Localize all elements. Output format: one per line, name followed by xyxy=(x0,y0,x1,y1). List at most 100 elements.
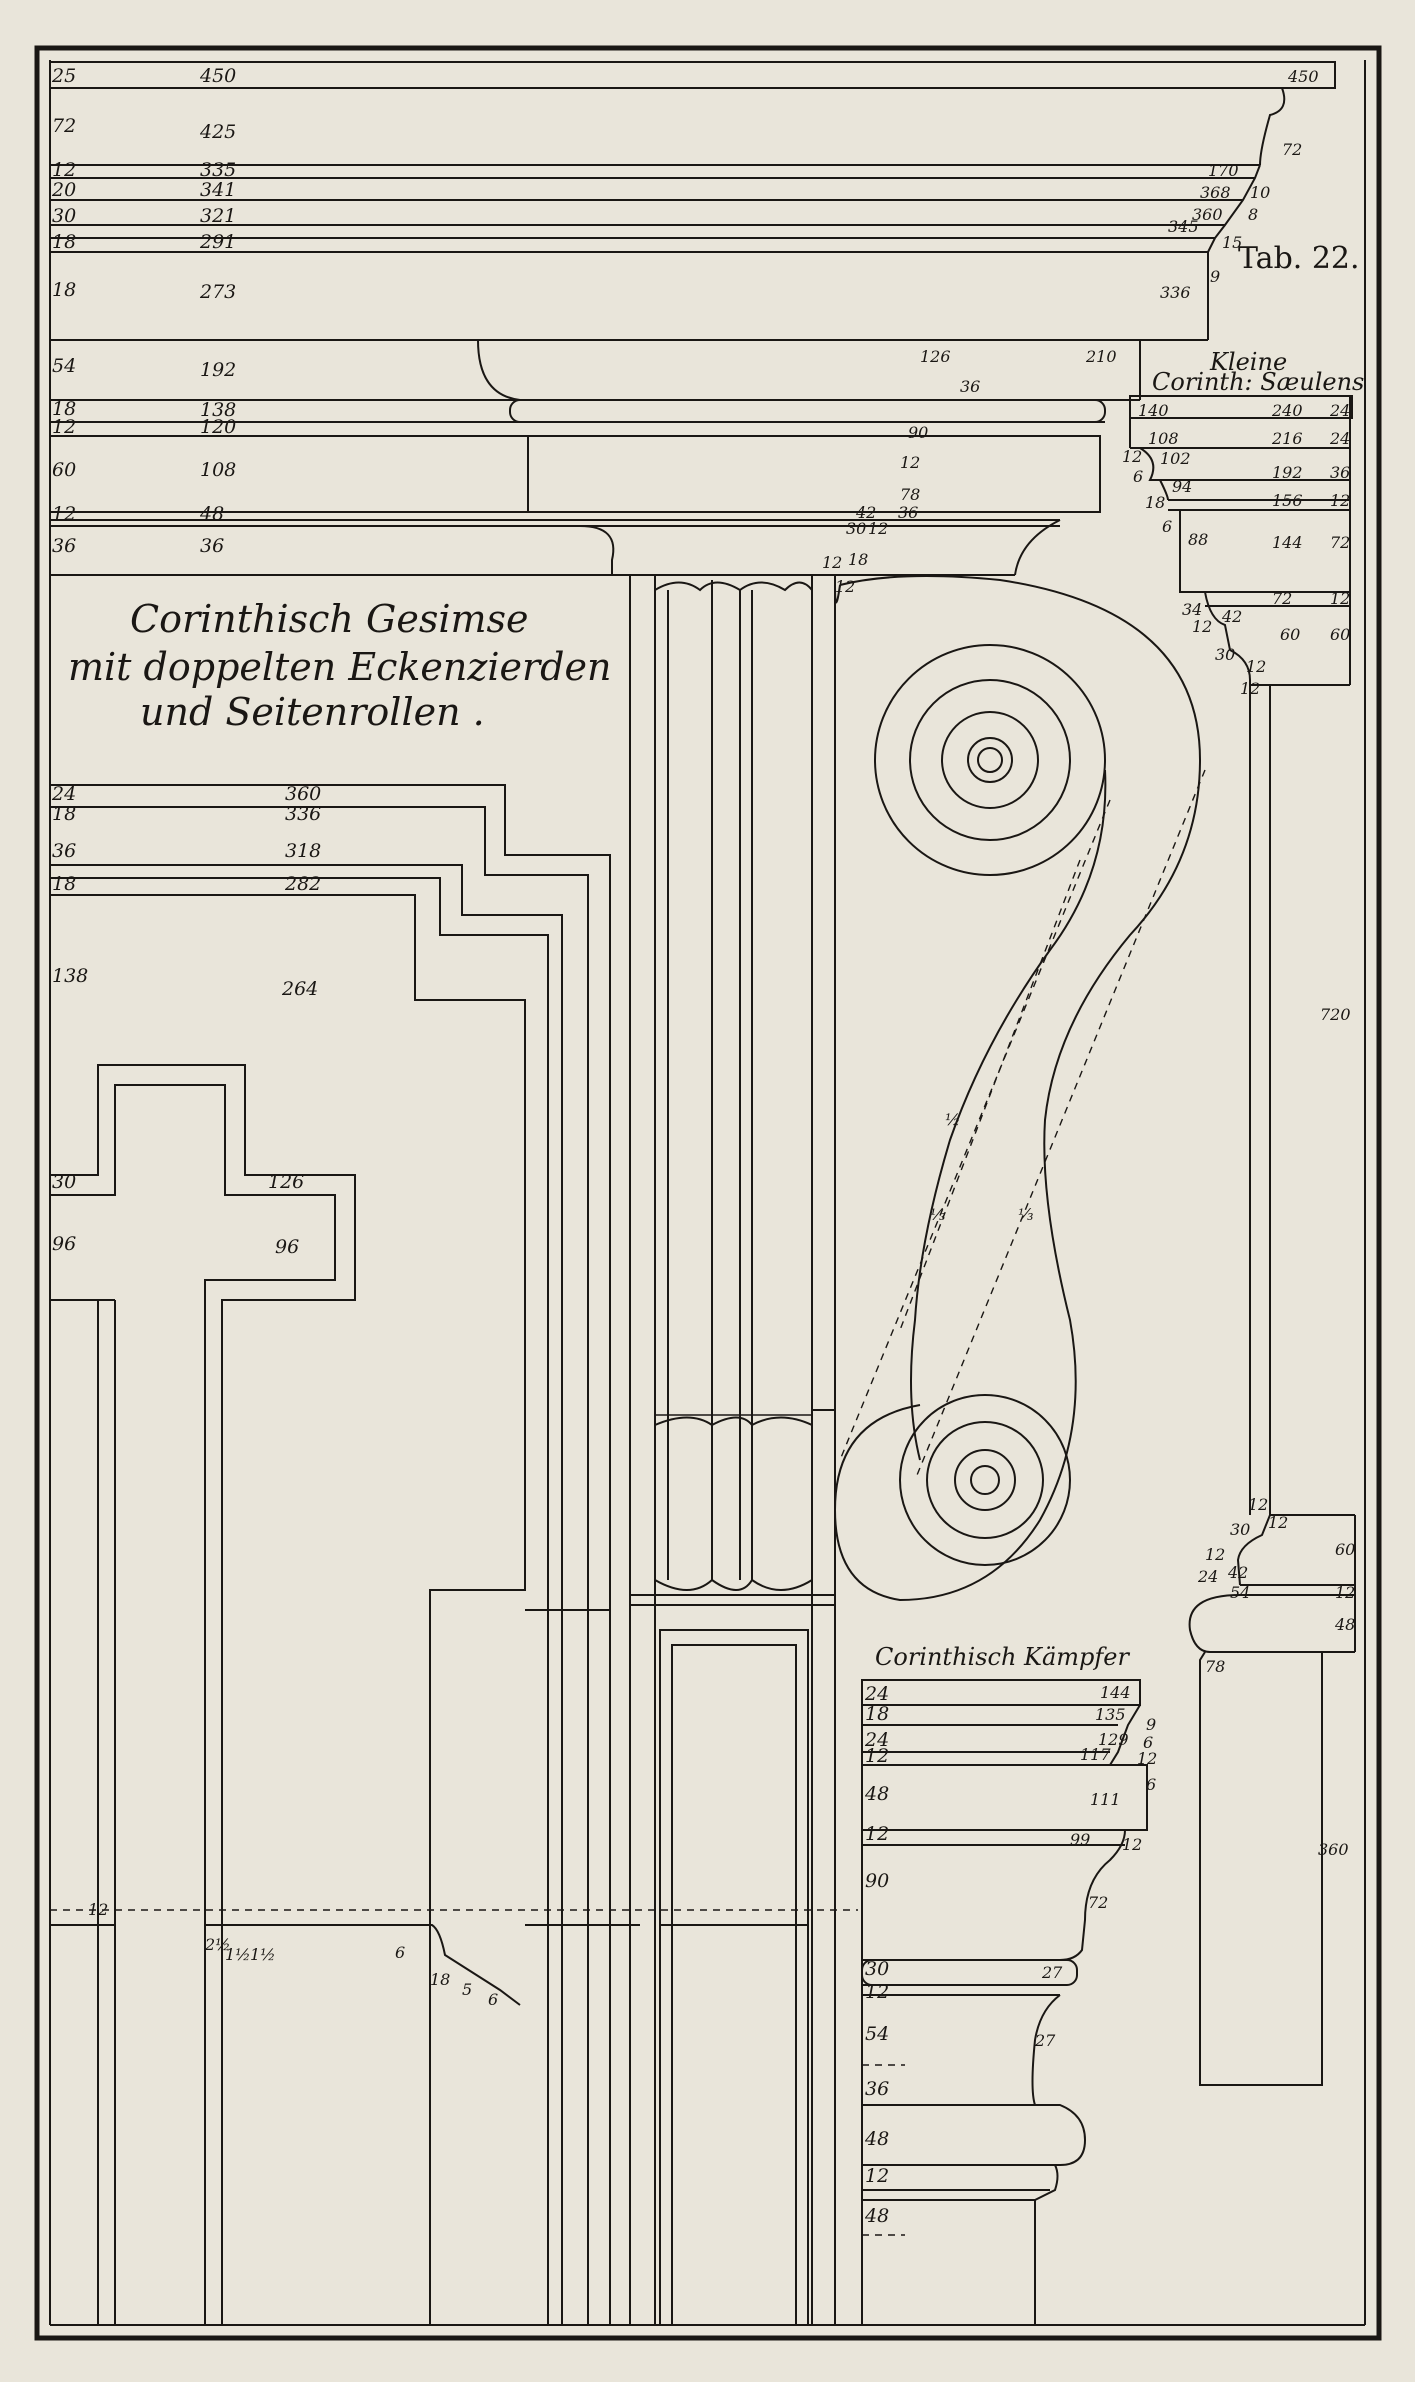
dimension-numbers: 2572122030181854181260123645042533534132… xyxy=(51,65,1355,2227)
kaempfer-right-7: 111 xyxy=(1090,1790,1121,1809)
frame-mid-3: 282 xyxy=(284,873,321,895)
cornice-right-0: 450 xyxy=(1287,67,1319,86)
kaempfer-right-3: 129 xyxy=(1098,1730,1129,1749)
kleine-left-6: 18 xyxy=(1145,493,1165,512)
kleine-left-0: 140 xyxy=(1138,401,1169,420)
kleine-left-2: 12 xyxy=(1122,447,1142,466)
kaempfer-right-2: 9 xyxy=(1146,1715,1156,1734)
cornice-left-5: 18 xyxy=(52,231,76,253)
side-scroll-console xyxy=(833,575,1206,1602)
window-frame xyxy=(49,784,858,2325)
kleine-bottom-9: 12 xyxy=(1335,1583,1355,1602)
lower-marks-6: 5 xyxy=(462,1980,472,1999)
cornice-mid-5: 291 xyxy=(199,231,236,253)
cornice-small-4: 36 xyxy=(898,503,918,522)
kaempfer-left-7: 30 xyxy=(865,1958,889,1980)
cornice-right-7: 345 xyxy=(1168,217,1199,236)
kaempfer-left-2: 24 xyxy=(864,1729,889,1751)
cornice-left-0: 25 xyxy=(51,65,76,87)
cornice-right-12: 36 xyxy=(960,377,980,396)
kaempfer-left-8: 12 xyxy=(865,1981,889,2003)
kaempfer-right-9: 99 xyxy=(1070,1830,1090,1849)
cornice-right-3: 368 xyxy=(1200,183,1231,202)
kleine-mid-0: 240 xyxy=(1271,401,1303,420)
kleine-left-9: 34 xyxy=(1182,600,1202,619)
kaempfer-right-10: 12 xyxy=(1122,1835,1142,1854)
cornice-mid-1: 425 xyxy=(199,121,236,143)
cornice-small-9: 12 xyxy=(835,577,855,596)
kleine-right-4: 72 xyxy=(1330,533,1350,552)
kaempfer-right-4: 6 xyxy=(1143,1733,1153,1752)
kleine-label-1: Kleine xyxy=(1209,348,1287,376)
kleine-bottom-12: 360 xyxy=(1318,1840,1349,1859)
kleine-left-8: 88 xyxy=(1188,530,1208,549)
cornice-small-0: 90 xyxy=(908,423,928,442)
kleine-bottom-0: 720 xyxy=(1320,1005,1351,1024)
cornice-left-2: 12 xyxy=(52,159,76,181)
cornice-left-6: 18 xyxy=(52,279,76,301)
frame-mid-6: 96 xyxy=(275,1236,299,1258)
kleine-right-6: 60 xyxy=(1280,625,1300,644)
kleine-left-3: 6 xyxy=(1133,467,1143,486)
cornice-right-11: 126 xyxy=(920,347,951,366)
frame-mid-2: 318 xyxy=(285,840,321,862)
cornice-left-3: 20 xyxy=(51,179,76,201)
cornice-mid-12: 36 xyxy=(200,535,224,557)
kleine-left-14: 12 xyxy=(1240,679,1260,698)
frame-left-2: 36 xyxy=(52,840,76,862)
kleine-left-1: 108 xyxy=(1148,429,1179,448)
cornice-left-8: 18 xyxy=(52,398,76,420)
kleine-left-7: 6 xyxy=(1162,517,1172,536)
kleine-bottom-8: 60 xyxy=(1335,1540,1355,1559)
title-line-1: Corinthisch Gesimse xyxy=(130,597,529,641)
kleine-mid-3: 156 xyxy=(1272,491,1303,510)
cornice-right-10: 336 xyxy=(1160,283,1191,302)
cornice-small-8: 12 xyxy=(822,553,842,572)
cornice-right-6: 8 xyxy=(1248,205,1258,224)
kleine-mid-5: 72 xyxy=(1272,589,1292,608)
cornice-right-9: 9 xyxy=(1210,267,1220,286)
kleine-right-7: 60 xyxy=(1330,625,1350,644)
kleine-bottom-2: 30 xyxy=(1230,1520,1250,1539)
kleine-bottom-5: 24 xyxy=(1197,1567,1218,1586)
cornice-mid-3: 341 xyxy=(200,179,236,201)
cornice-left-12: 36 xyxy=(52,535,76,557)
frame-left-4: 138 xyxy=(52,965,88,987)
cornice-small-5: 30 xyxy=(846,519,866,538)
cornice-mid-4: 321 xyxy=(200,205,236,227)
kaempfer-right-12: 27 xyxy=(1041,1963,1063,1982)
kleine-left-11: 42 xyxy=(1221,607,1242,626)
lower-marks-1: 2½ xyxy=(204,1935,231,1954)
kleine-right-1: 24 xyxy=(1329,429,1350,448)
frame-mid-0: 360 xyxy=(285,783,321,805)
cornice-mid-11: 48 xyxy=(199,503,224,525)
kleine-bottom-1: 12 xyxy=(1248,1495,1268,1514)
frame-mid-5: 126 xyxy=(268,1171,304,1193)
cornice-left-1: 72 xyxy=(52,115,76,137)
kaempfer-profile xyxy=(861,1679,1148,2325)
cornice-right-1: 72 xyxy=(1282,140,1302,159)
scroll-marks-0: ½ xyxy=(945,1110,961,1129)
cornice-mid-7: 192 xyxy=(200,359,236,381)
frame-left-5: 30 xyxy=(52,1171,76,1193)
kaempfer-right-0: 144 xyxy=(1100,1683,1131,1702)
cornice-mid-8: 138 xyxy=(200,399,236,421)
cornice-small-7: 18 xyxy=(848,550,868,569)
plate-number: Tab. 22. xyxy=(1238,241,1360,276)
title-line-3: und Seitenrollen . xyxy=(140,690,485,734)
cornice-mid-6: 273 xyxy=(199,281,236,303)
kleine-right-0: 24 xyxy=(1329,401,1350,420)
kleine-bottom-4: 12 xyxy=(1205,1545,1225,1564)
kaempfer-left-12: 12 xyxy=(865,2165,889,2187)
cornice-mid-9: 120 xyxy=(200,416,236,438)
kaempfer-left-3: 12 xyxy=(865,1745,889,1767)
kaempfer-right-13: 27 xyxy=(1034,2031,1056,2050)
kleine-label-2: Corinth: Sæulens xyxy=(1152,368,1364,396)
scroll-marks-1: ⅓ xyxy=(930,1205,946,1224)
cornice-mid-0: 450 xyxy=(199,65,236,87)
lower-marks-7: 6 xyxy=(488,1990,498,2009)
kleine-right-5: 12 xyxy=(1330,589,1350,608)
kaempfer-left-6: 90 xyxy=(865,1870,889,1892)
kleine-bottom-7: 54 xyxy=(1230,1583,1250,1602)
